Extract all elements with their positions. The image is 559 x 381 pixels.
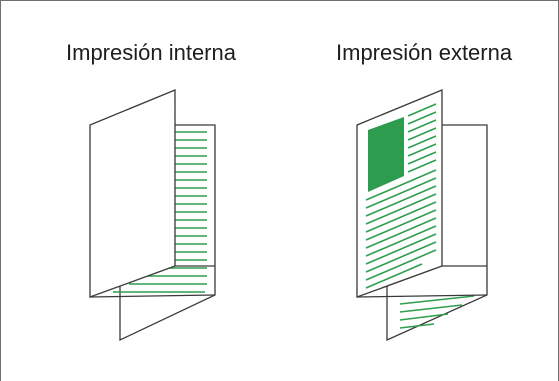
back-print-lines bbox=[399, 295, 475, 329]
fold-edge bbox=[89, 294, 216, 298]
outer-print-label: Impresión externa bbox=[336, 40, 513, 65]
inner-print-label: Impresión interna bbox=[66, 40, 236, 65]
image-block bbox=[368, 117, 404, 192]
inner-print-lines bbox=[113, 131, 207, 293]
inner-print-illustration bbox=[89, 89, 216, 342]
front-page bbox=[89, 89, 176, 298]
outer-print-illustration bbox=[356, 89, 488, 342]
fold-edge bbox=[356, 294, 488, 298]
front-print-lines bbox=[365, 103, 437, 289]
